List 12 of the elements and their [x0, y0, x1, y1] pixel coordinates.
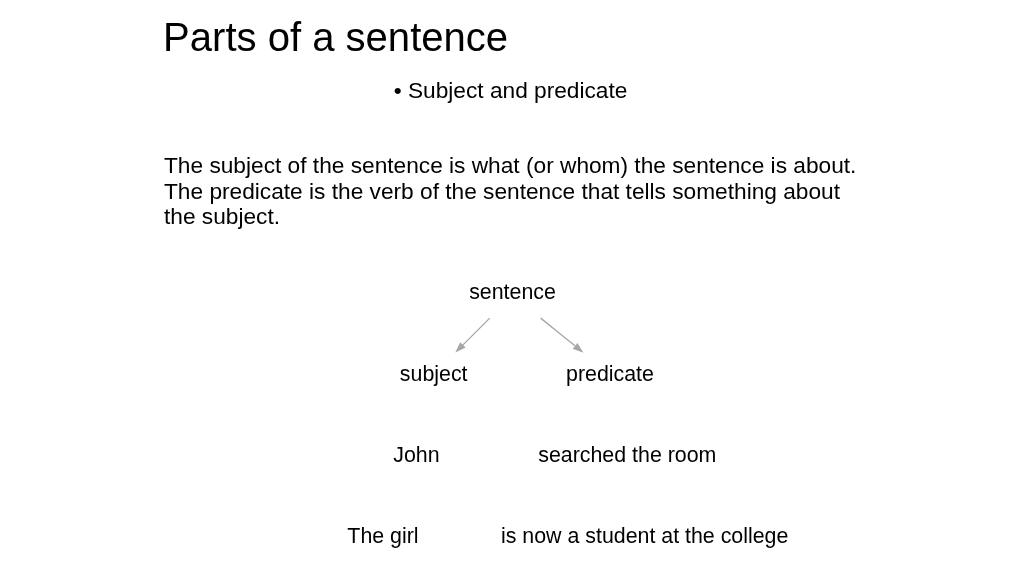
node-text: sentence [468, 280, 556, 305]
label: is now a student at the college [500, 524, 788, 549]
diagram-title: Parts of a sentence [162, 15, 508, 60]
label: searched the room [537, 442, 716, 467]
node-text: predicate [565, 361, 654, 386]
arrow [539, 317, 583, 353]
label: • Subject and predicate [393, 76, 627, 103]
arrow [454, 317, 490, 353]
label: John [392, 442, 440, 467]
label: The girl [346, 524, 419, 549]
label: The subject of the sentence is what (or whom) the sentence is about. The predicate is the verb of the sentence that tells something about the subject. [163, 152, 856, 230]
node-text: subject [399, 361, 468, 386]
